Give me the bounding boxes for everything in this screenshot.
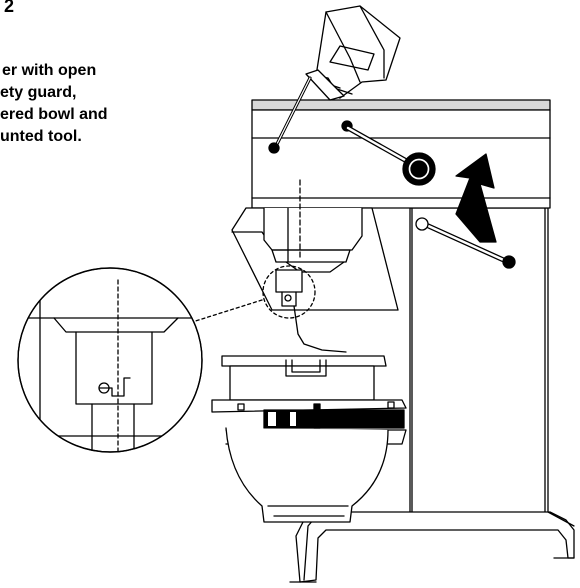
mixer-column [409, 207, 549, 529]
mixer-head [251, 99, 551, 209]
mixing-bowl [211, 355, 407, 523]
caption-line-1: er with open [2, 62, 97, 79]
bowl-lift-lever [415, 217, 516, 269]
safety-guard-open [274, 5, 401, 148]
figure-caption: er with open ety guard, ered bowl and un… [0, 60, 170, 148]
guard-pivot-dot [268, 142, 280, 154]
speed-knob [402, 152, 436, 186]
tool-spindle [275, 269, 347, 353]
caption-line-3: ered bowl and [0, 106, 108, 123]
detail-leader-line [185, 299, 263, 325]
caption-line-2: ety guard, [0, 84, 77, 101]
figure-number: 2 [4, 0, 15, 16]
lift-arrow-icon [455, 153, 497, 243]
tool-shaft-housing [231, 179, 399, 311]
detail-marker-circle [262, 265, 316, 319]
detail-zoom-view [17, 267, 203, 453]
caption-line-4: unted tool. [0, 128, 82, 145]
